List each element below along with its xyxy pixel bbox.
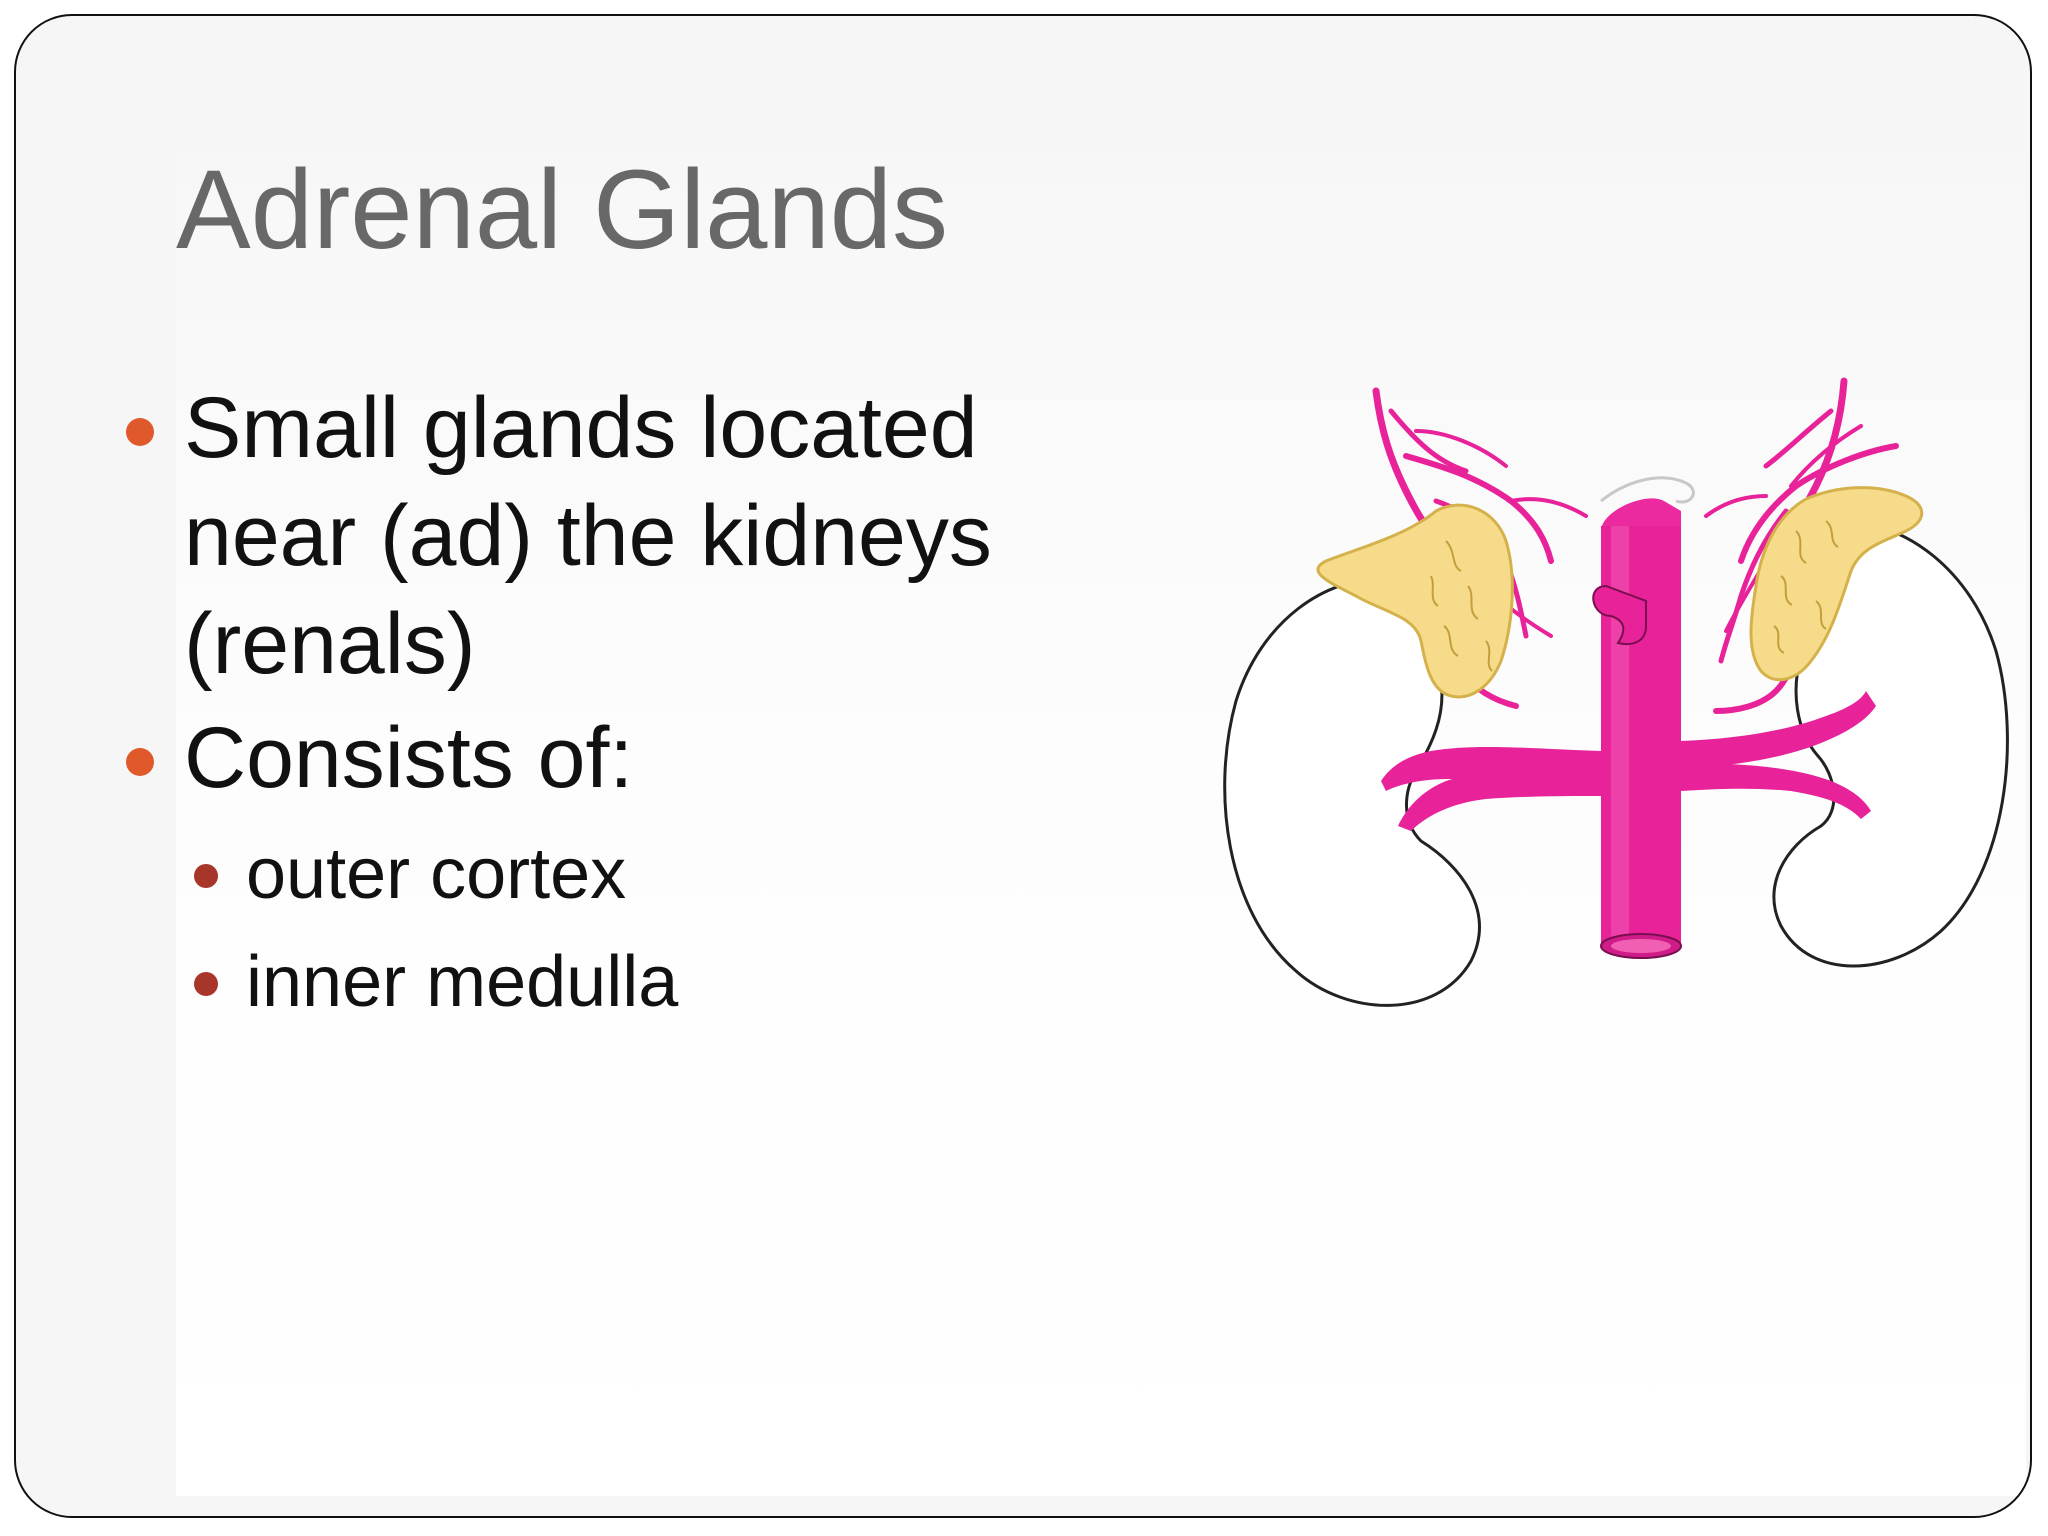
sub-bullet-text: outer cortex [246,834,627,914]
bullet-dot-icon [126,418,154,446]
left-kidney-icon [1223,577,1481,1007]
sub-bullet-text: inner medulla [246,942,679,1022]
left-adrenal-gland-icon [1316,503,1514,699]
sub-bullet-dot-icon [194,972,218,996]
right-kidney-icon [1772,519,2009,968]
slide-frame: Adrenal Glands Small glands located near… [14,14,2032,1518]
sub-bullet-item-outer-cortex: outer cortex [188,820,1126,928]
bullet-item-glands-location: Small glands located near (ad) the kidne… [126,374,1126,698]
renal-vessels [1381,691,1876,831]
sub-bullet-list: outer cortex inner medulla [184,820,1126,1036]
bullet-item-consists-of: Consists of: outer cortex inner medulla [126,704,1126,1036]
bullet-dot-icon [126,748,154,776]
bullet-text: Consists of: [184,710,634,806]
right-adrenal-gland-icon [1749,486,1924,682]
aorta-icon [1592,498,1682,959]
bullet-list: Small glands located near (ad) the kidne… [126,374,1126,1042]
slide-title: Adrenal Glands [176,147,949,272]
slide-background [176,156,2026,1496]
thin-vessel-loop [1600,476,1695,504]
adrenal-glands-kidneys-diagram [1206,371,2026,1031]
sub-bullet-dot-icon [194,864,218,888]
sub-bullet-item-inner-medulla: inner medulla [188,928,1126,1036]
bullet-text: Small glands located near (ad) the kidne… [184,380,992,692]
